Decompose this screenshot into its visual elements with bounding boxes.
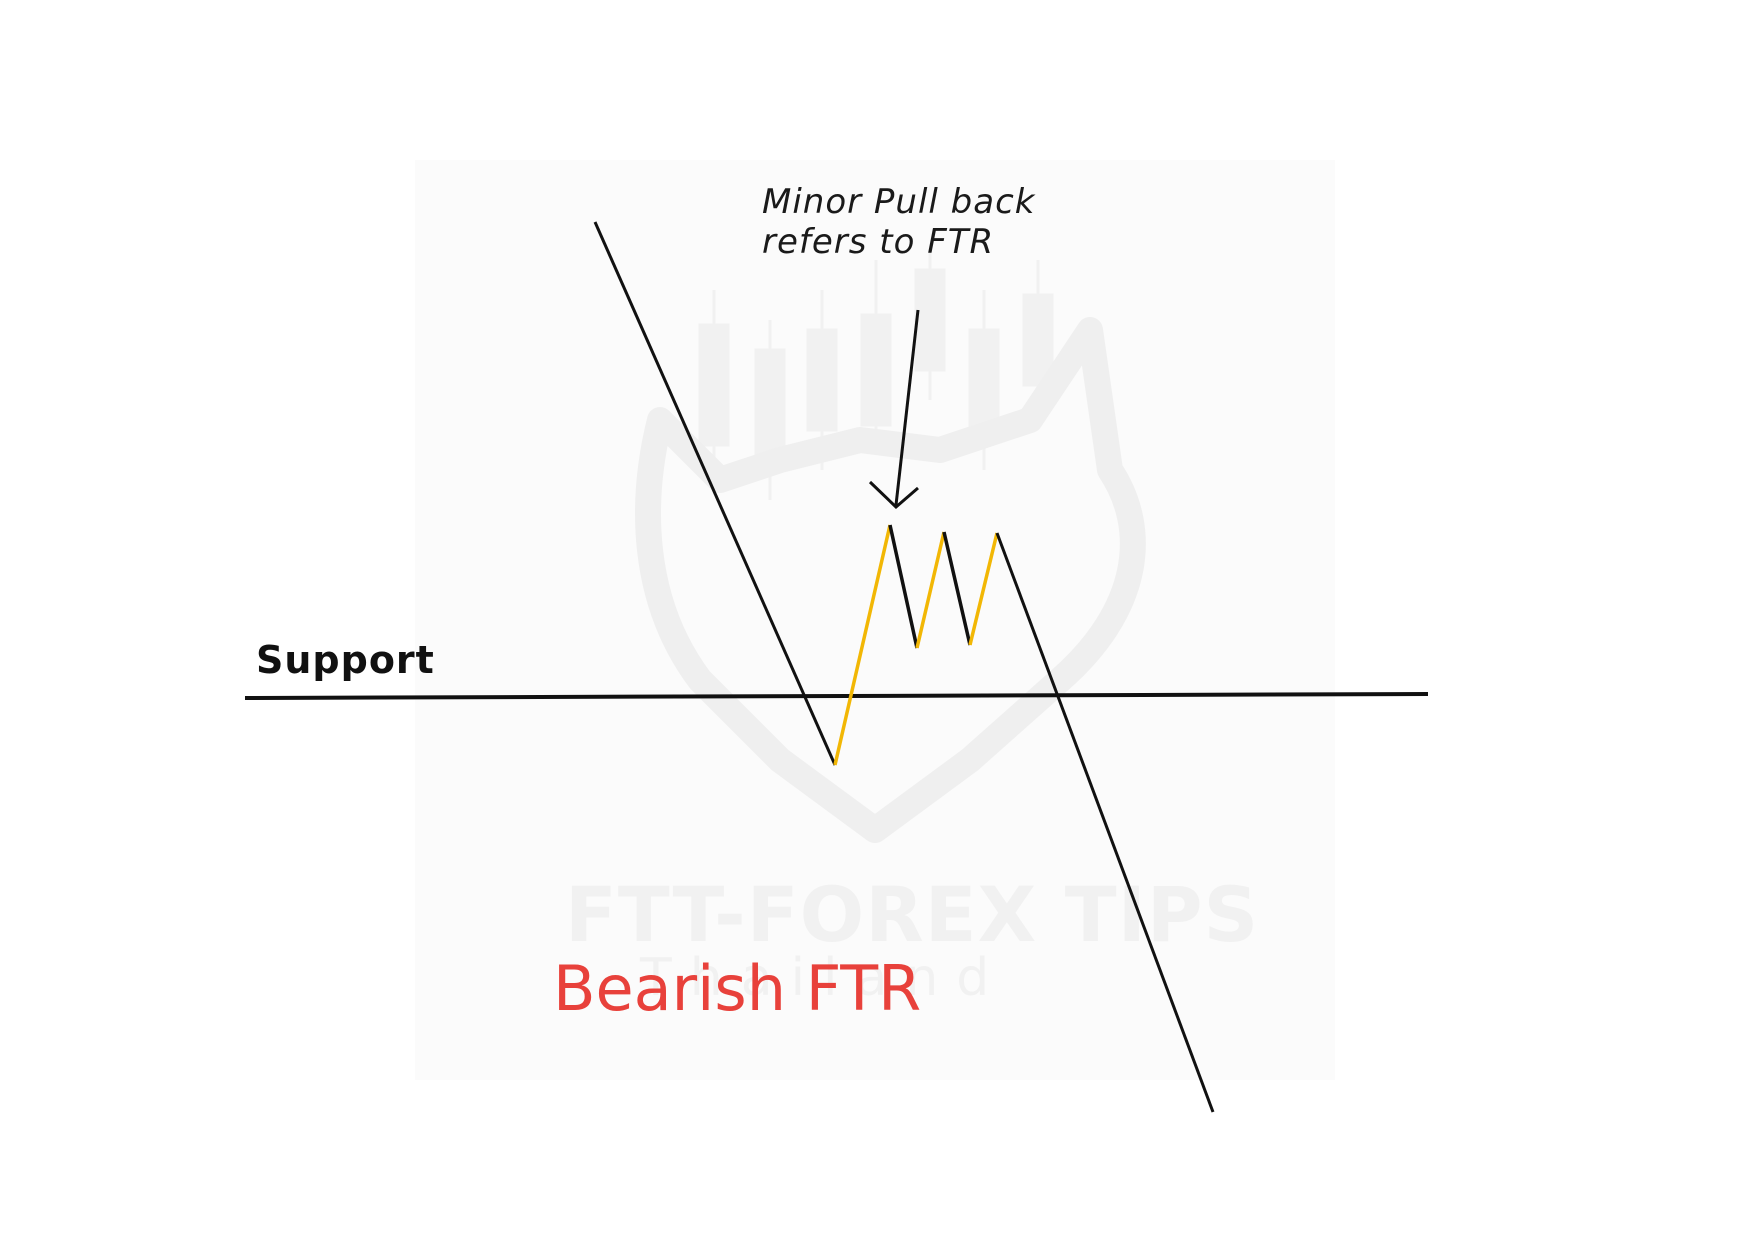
pullback-up-2	[915, 531, 946, 649]
callout-arrow	[868, 309, 920, 510]
support-line	[244, 692, 1429, 700]
pullback-down-1	[888, 524, 919, 649]
diagram-title: Bearish FTR	[553, 952, 922, 1025]
support-label: Support	[256, 638, 435, 682]
pullback-zigzag	[833, 524, 999, 766]
pullback-up-1	[833, 524, 892, 766]
breakdown-line	[995, 532, 1215, 1113]
watermark-bull-head	[635, 317, 1146, 843]
initial-downtrend-line	[593, 221, 837, 766]
callout-line-1: Minor Pull back	[762, 182, 1036, 222]
watermark-text: FTT-FOREX TIPS	[565, 870, 1260, 959]
pullback-down-2	[942, 531, 972, 646]
callout-text: Minor Pull back refers to FTR	[762, 182, 1035, 262]
pullback-up-3	[968, 532, 999, 646]
callout-line-2: refers to FTR	[762, 222, 995, 262]
watermark-subtext: Thailand	[640, 948, 1008, 1008]
